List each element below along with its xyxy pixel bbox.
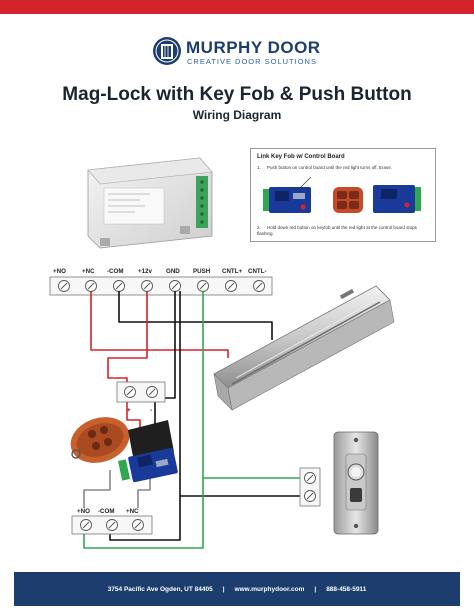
small-keyfob-icon [333, 187, 363, 213]
terminal-label-8: CNTL- [248, 268, 267, 275]
step-1-number: 1. [257, 165, 261, 170]
push-button-terminal-block [299, 467, 321, 507]
footer-separator-2: | [314, 585, 317, 593]
terminal-label-7: CNTL+ [222, 268, 242, 275]
power-terminal-plus: + [127, 407, 131, 414]
page-title: Mag-Lock with Key Fob & Push Button [62, 84, 412, 105]
terminal-label-1: +NO [53, 268, 66, 275]
control-board-terminal-strip [49, 276, 273, 296]
black-wire-relay-gnd [109, 496, 181, 541]
brand-tagline: CREATIVE DOOR SOLUTIONS [187, 57, 317, 66]
small-control-board-icon [263, 187, 311, 213]
terminal-label-3: -COM [107, 268, 124, 275]
page-subtitle: Wiring Diagram [192, 108, 282, 122]
footer-separator-1: | [222, 585, 225, 593]
gray-wire-receiver-relay [83, 470, 111, 508]
instructions-graphic [263, 176, 421, 213]
instruction-step-1: 1. Push button on control board until the… [257, 165, 429, 171]
mag-lock [213, 285, 395, 411]
access-control-box [87, 157, 213, 249]
terminal-label-2: +NC [82, 268, 95, 275]
black-wire-com-maglock [118, 291, 273, 340]
relay-terminal-labels: +NO -COM +NC [77, 508, 139, 515]
power-terminal-minus: - [150, 407, 152, 414]
key-fob [70, 417, 130, 463]
step-2-text: Hold down red button on keyfob until the… [257, 225, 417, 236]
instruction-step-2: 2.Hold down red button on keyfob until t… [257, 225, 429, 237]
top-accent-bar [0, 0, 474, 14]
red-wire-power-receiver [126, 402, 141, 432]
murphy-door-logo-icon [153, 37, 181, 65]
footer-website: www.murphydoor.com [234, 585, 305, 593]
gray-wire-relay-nc [137, 470, 151, 508]
red-wire-nc-maglock [90, 291, 229, 358]
brand-logo: MURPHY DOOR CREATIVE DOOR SOLUTIONS [152, 36, 327, 70]
red-wire-12v-power [107, 291, 148, 386]
small-receiver-board-icon [373, 185, 421, 213]
power-terminal-block: + - [116, 381, 166, 414]
receiver-board [118, 420, 178, 483]
push-button-plate [333, 431, 379, 535]
terminal-label-6: PUSH [193, 268, 211, 275]
step-2-number: 2. [257, 225, 261, 230]
step-1-text: Push button on control board until the r… [267, 165, 392, 170]
green-wire-relay-push [83, 478, 204, 549]
instructions-title: Link Key Fob w/ Control Board [257, 154, 345, 160]
brand-name: MURPHY DOOR [186, 38, 321, 57]
wires [83, 291, 300, 549]
footer-phone: 888-458-5911 [326, 585, 367, 593]
relay-label-com: -COM [98, 508, 115, 515]
terminal-label-5: GND [166, 268, 180, 275]
control-board-terminal-labels: +NO +NC -COM +12v GND PUSH CNTL+ CNTL- [53, 268, 267, 275]
footer-address: 3754 Pacific Ave Ogden, UT 84405 [107, 585, 213, 593]
relay-label-no: +NO [77, 508, 90, 515]
link-keyfob-instructions: Link Key Fob w/ Control Board 1. Push but… [250, 148, 436, 242]
terminal-label-4: +12v [138, 268, 152, 275]
relay-label-nc: +NC [126, 508, 139, 515]
footer-bar: 3754 Pacific Ave Ogden, UT 84405 | www.m… [14, 572, 460, 606]
relay-terminal-strip [71, 515, 153, 535]
